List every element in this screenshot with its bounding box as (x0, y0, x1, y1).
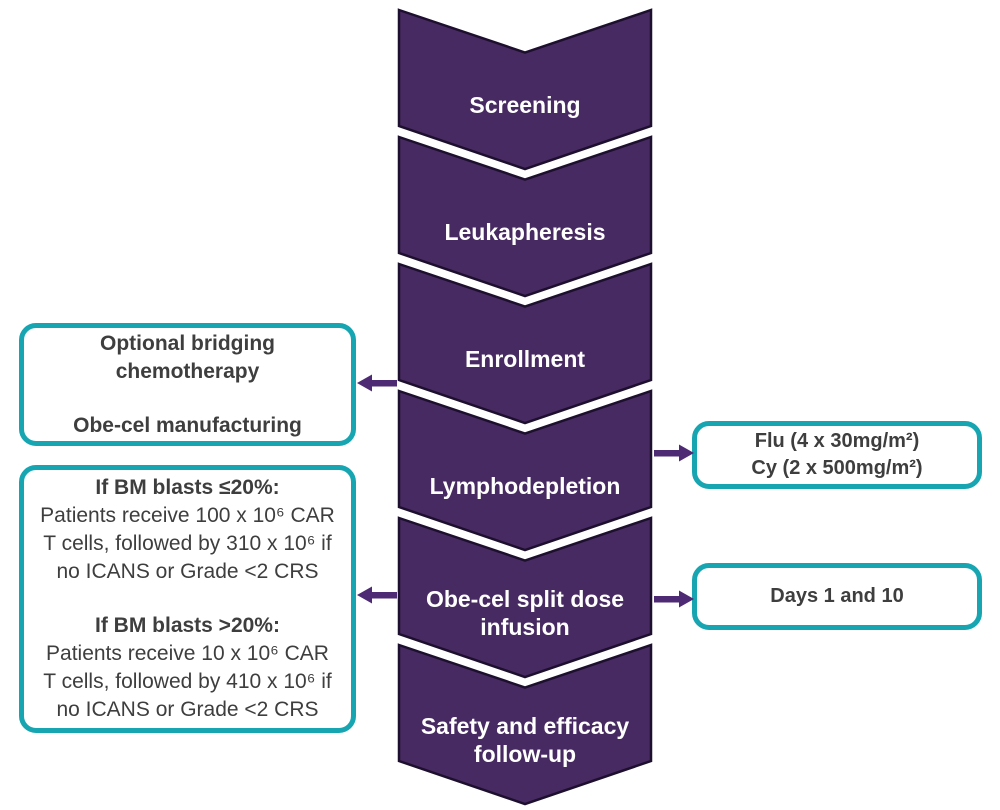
infusion-days-line: Days 1 and 10 (770, 585, 904, 607)
chevron-shape (397, 135, 653, 298)
arrow-right-lymphodepletion-icon (654, 444, 694, 462)
dosing-line: T cells, followed by 310 x 10⁶ if (43, 532, 332, 555)
chevron-leukapheresis-label: Leukapheresis (444, 218, 606, 245)
arrow-right-infusion-days-icon (654, 590, 694, 608)
chevron-leukapheresis: Leukapheresis (397, 135, 653, 299)
dosing-line: no ICANS or Grade <2 CRS (56, 560, 319, 583)
chevron-shape (397, 262, 653, 425)
chevron-followup: Safety and efficacy follow-up (397, 643, 653, 807)
lymphodepletion-regimen-box: Flu (4 x 30mg/m²) Cy (2 x 500mg/m²) (692, 421, 982, 489)
dosing-heading: If BM blasts ≤20%: (95, 476, 280, 499)
chevron-lymphodepletion-label: Lymphodepletion (429, 472, 621, 499)
infusion-days-box: Days 1 and 10 (692, 563, 982, 630)
chevron-screening: Screening (397, 8, 653, 172)
flu-dose-line: Flu (4 x 30mg/m²) (754, 430, 920, 452)
chevron-enrollment: Enrollment (397, 262, 653, 426)
dosing-line: Patients receive 100 x 10⁶ CAR (40, 504, 335, 527)
chevron-shape (397, 389, 653, 552)
dosing-line: Patients receive 10 x 10⁶ CAR (46, 642, 329, 665)
chevron-followup-label: Safety and efficacy follow-up (420, 712, 630, 767)
dosing-section-high-blasts: If BM blasts >20%: Patients receive 10 x… (43, 612, 331, 724)
chevron-screening-label: Screening (469, 91, 581, 118)
arrow-left-bridging-icon (357, 374, 397, 392)
dosing-heading: If BM blasts >20%: (95, 614, 280, 637)
chevron-shape (397, 643, 653, 806)
arrow-left-dosing-icon (357, 586, 397, 604)
chevron-shape (397, 516, 653, 679)
bridging-chemotherapy-box: Optional bridging chemotherapy Obe-cel m… (19, 323, 356, 446)
cy-dose-line: Cy (2 x 500mg/m²) (751, 457, 923, 479)
bridging-line: Optional bridging chemotherapy (100, 331, 275, 383)
chevron-enrollment-label: Enrollment (464, 345, 586, 372)
chevron-lymphodepletion: Lymphodepletion (397, 389, 653, 553)
chevron-infusion-label: Obe-cel split dose infusion (425, 585, 625, 640)
dosing-rules-box: If BM blasts ≤20%: Patients receive 100 … (19, 465, 356, 733)
chevron-infusion: Obe-cel split dose infusion (397, 516, 653, 680)
manufacturing-line: Obe-cel manufacturing (73, 413, 302, 437)
dosing-line: no ICANS or Grade <2 CRS (56, 698, 319, 721)
chevron-shape (397, 8, 653, 171)
dosing-line: T cells, followed by 410 x 10⁶ if (43, 670, 332, 693)
dosing-section-low-blasts: If BM blasts ≤20%: Patients receive 100 … (40, 474, 335, 586)
